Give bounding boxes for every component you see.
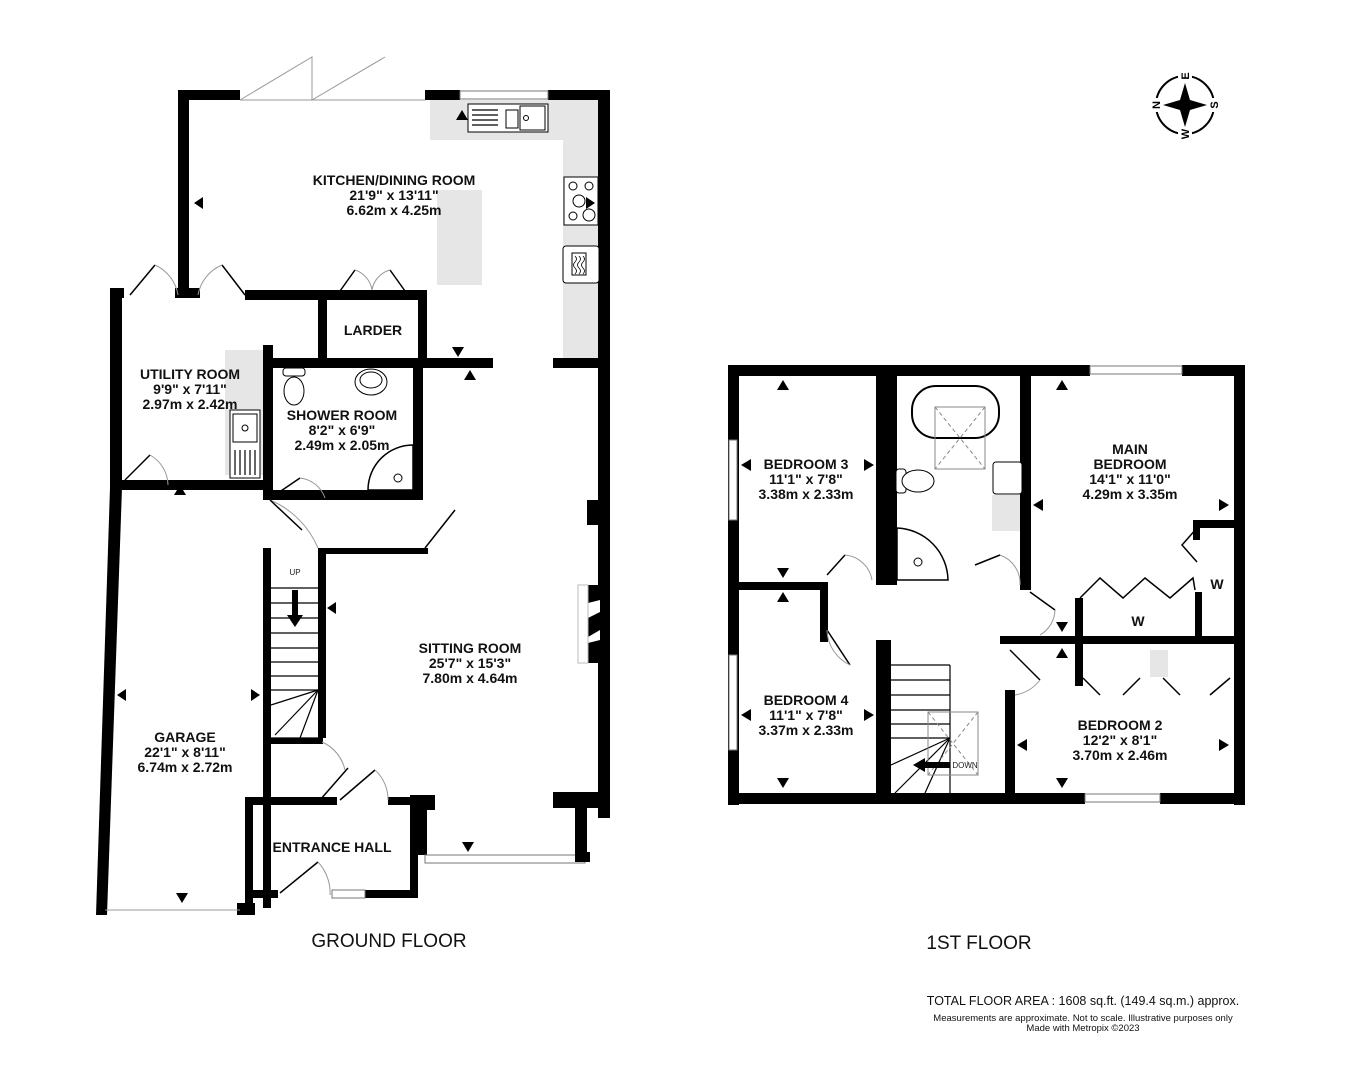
dimension-arrows-first-floor xyxy=(741,380,1229,788)
stairs-up xyxy=(270,587,319,739)
room-dimensions-imperial: 9'9" x 7'11" xyxy=(153,381,227,397)
room-label-kitchen: KITCHEN/DINING ROOM 21'9" x 13'11" 6.62m… xyxy=(313,173,476,218)
wardrobe-label: W xyxy=(1131,613,1145,629)
room-name: BEDROOM 3 xyxy=(763,456,849,472)
ground-floor-plan xyxy=(96,56,610,915)
ground-floor-title: GROUND FLOOR xyxy=(311,931,467,952)
room-dimensions-metric: 6.62m x 4.25m xyxy=(346,202,442,218)
room-name: BEDROOM 4 xyxy=(763,692,849,708)
shower-tray-icon-first-floor xyxy=(896,527,949,581)
compass-rose-icon: E W N S xyxy=(1151,72,1221,139)
room-dimensions-imperial: 14'1" x 11'0" xyxy=(1089,471,1171,487)
room-dimensions-imperial: 11'1" x 7'8" xyxy=(769,471,843,487)
credit: Made with Metropix ©2023 xyxy=(1026,1023,1140,1034)
room-name: KITCHEN/DINING ROOM xyxy=(312,172,476,188)
room-name: GARAGE xyxy=(154,729,216,745)
compass-west: W xyxy=(1180,128,1192,139)
room-dimensions-metric: 7.80m x 4.64m xyxy=(422,670,518,686)
wardrobe-label-2: W xyxy=(1210,576,1224,592)
compass-east: E xyxy=(1180,72,1192,79)
room-dimensions-metric: 3.37m x 2.33m xyxy=(758,722,854,738)
room-dimensions-metric: 3.70m x 2.46m xyxy=(1072,747,1168,763)
room-name: LARDER xyxy=(343,322,403,338)
room-dimensions-imperial: 25'7" x 15'3" xyxy=(428,655,512,671)
room-dimensions-imperial: 11'1" x 7'8" xyxy=(769,707,843,723)
room-label-shower-room: SHOWER ROOM 8'2" x 6'9" 2.49m x 2.05m xyxy=(287,408,397,453)
room-label-sitting-room: SITTING ROOM 25'7" x 15'3" 7.80m x 4.64m xyxy=(419,641,522,686)
room-name-line-2: BEDROOM xyxy=(1093,456,1167,472)
stairs-down xyxy=(890,664,979,794)
room-label-bedroom-4: BEDROOM 4 11'1" x 7'8" 3.37m x 2.33m xyxy=(759,693,854,738)
compass-north: N xyxy=(1151,101,1163,109)
room-label-entrance-hall: ENTRANCE HALL xyxy=(273,840,392,855)
room-label-bedroom-3: BEDROOM 3 11'1" x 7'8" 3.38m x 2.33m xyxy=(759,457,854,502)
room-name: SITTING ROOM xyxy=(418,640,522,656)
room-dimensions-imperial: 21'9" x 13'11" xyxy=(349,187,439,203)
room-name: SHOWER ROOM xyxy=(286,407,398,423)
room-dimensions-metric: 3.38m x 2.33m xyxy=(758,486,854,502)
room-label-main-bedroom: MAIN BEDROOM 14'1" x 11'0" 4.29m x 3.35m xyxy=(1083,442,1178,502)
room-label-bedroom-2: BEDROOM 2 12'2" x 8'1" 3.70m x 2.46m xyxy=(1073,718,1168,763)
room-dimensions-metric: 2.97m x 2.42m xyxy=(142,396,238,412)
room-dimensions-imperial: 22'1" x 8'11" xyxy=(144,744,226,760)
toilet-icon xyxy=(282,367,306,406)
room-dimensions-metric: 4.29m x 3.35m xyxy=(1082,486,1178,502)
disclaimer: Measurements are approximate. Not to sca… xyxy=(933,1013,1233,1024)
room-name-line-1: MAIN xyxy=(1112,441,1148,457)
dimension-arrows xyxy=(117,110,595,903)
room-dimensions-imperial: 12'2" x 8'1" xyxy=(1082,732,1158,748)
room-label-utility: UTILITY ROOM 9'9" x 7'11" 2.97m x 2.42m xyxy=(140,367,240,412)
room-dimensions-imperial: 8'2" x 6'9" xyxy=(308,422,376,438)
room-name: ENTRANCE HALL xyxy=(272,839,392,855)
hob-icon xyxy=(563,176,599,226)
toilet-icon-first-floor xyxy=(895,468,935,494)
room-dimensions-metric: 2.49m x 2.05m xyxy=(294,437,390,453)
bath-icon xyxy=(911,385,1000,470)
room-label-larder: LARDER xyxy=(344,323,402,338)
stairs-down-label: DOWN xyxy=(952,761,978,770)
kitchen-sink-icon xyxy=(467,103,549,133)
room-name: UTILITY ROOM xyxy=(139,366,241,382)
room-label-garage: GARAGE 22'1" x 8'11" 6.74m x 2.72m xyxy=(138,730,233,775)
stairs-up-label: UP xyxy=(289,568,301,577)
microwave-icon xyxy=(562,245,600,284)
shower-tray-icon xyxy=(367,444,414,491)
basin-icon xyxy=(354,368,388,396)
first-floor-title: 1ST FLOOR xyxy=(926,933,1032,954)
utility-sink-icon xyxy=(229,409,261,479)
compass-south: S xyxy=(1209,101,1221,108)
first-floor-plan xyxy=(728,365,1245,805)
total-floor-area: TOTAL FLOOR AREA : 1608 sq.ft. (149.4 sq… xyxy=(926,994,1240,1008)
room-dimensions-metric: 6.74m x 2.72m xyxy=(137,759,233,775)
room-name: BEDROOM 2 xyxy=(1077,717,1163,733)
basin-icon-first-floor xyxy=(992,461,1023,531)
